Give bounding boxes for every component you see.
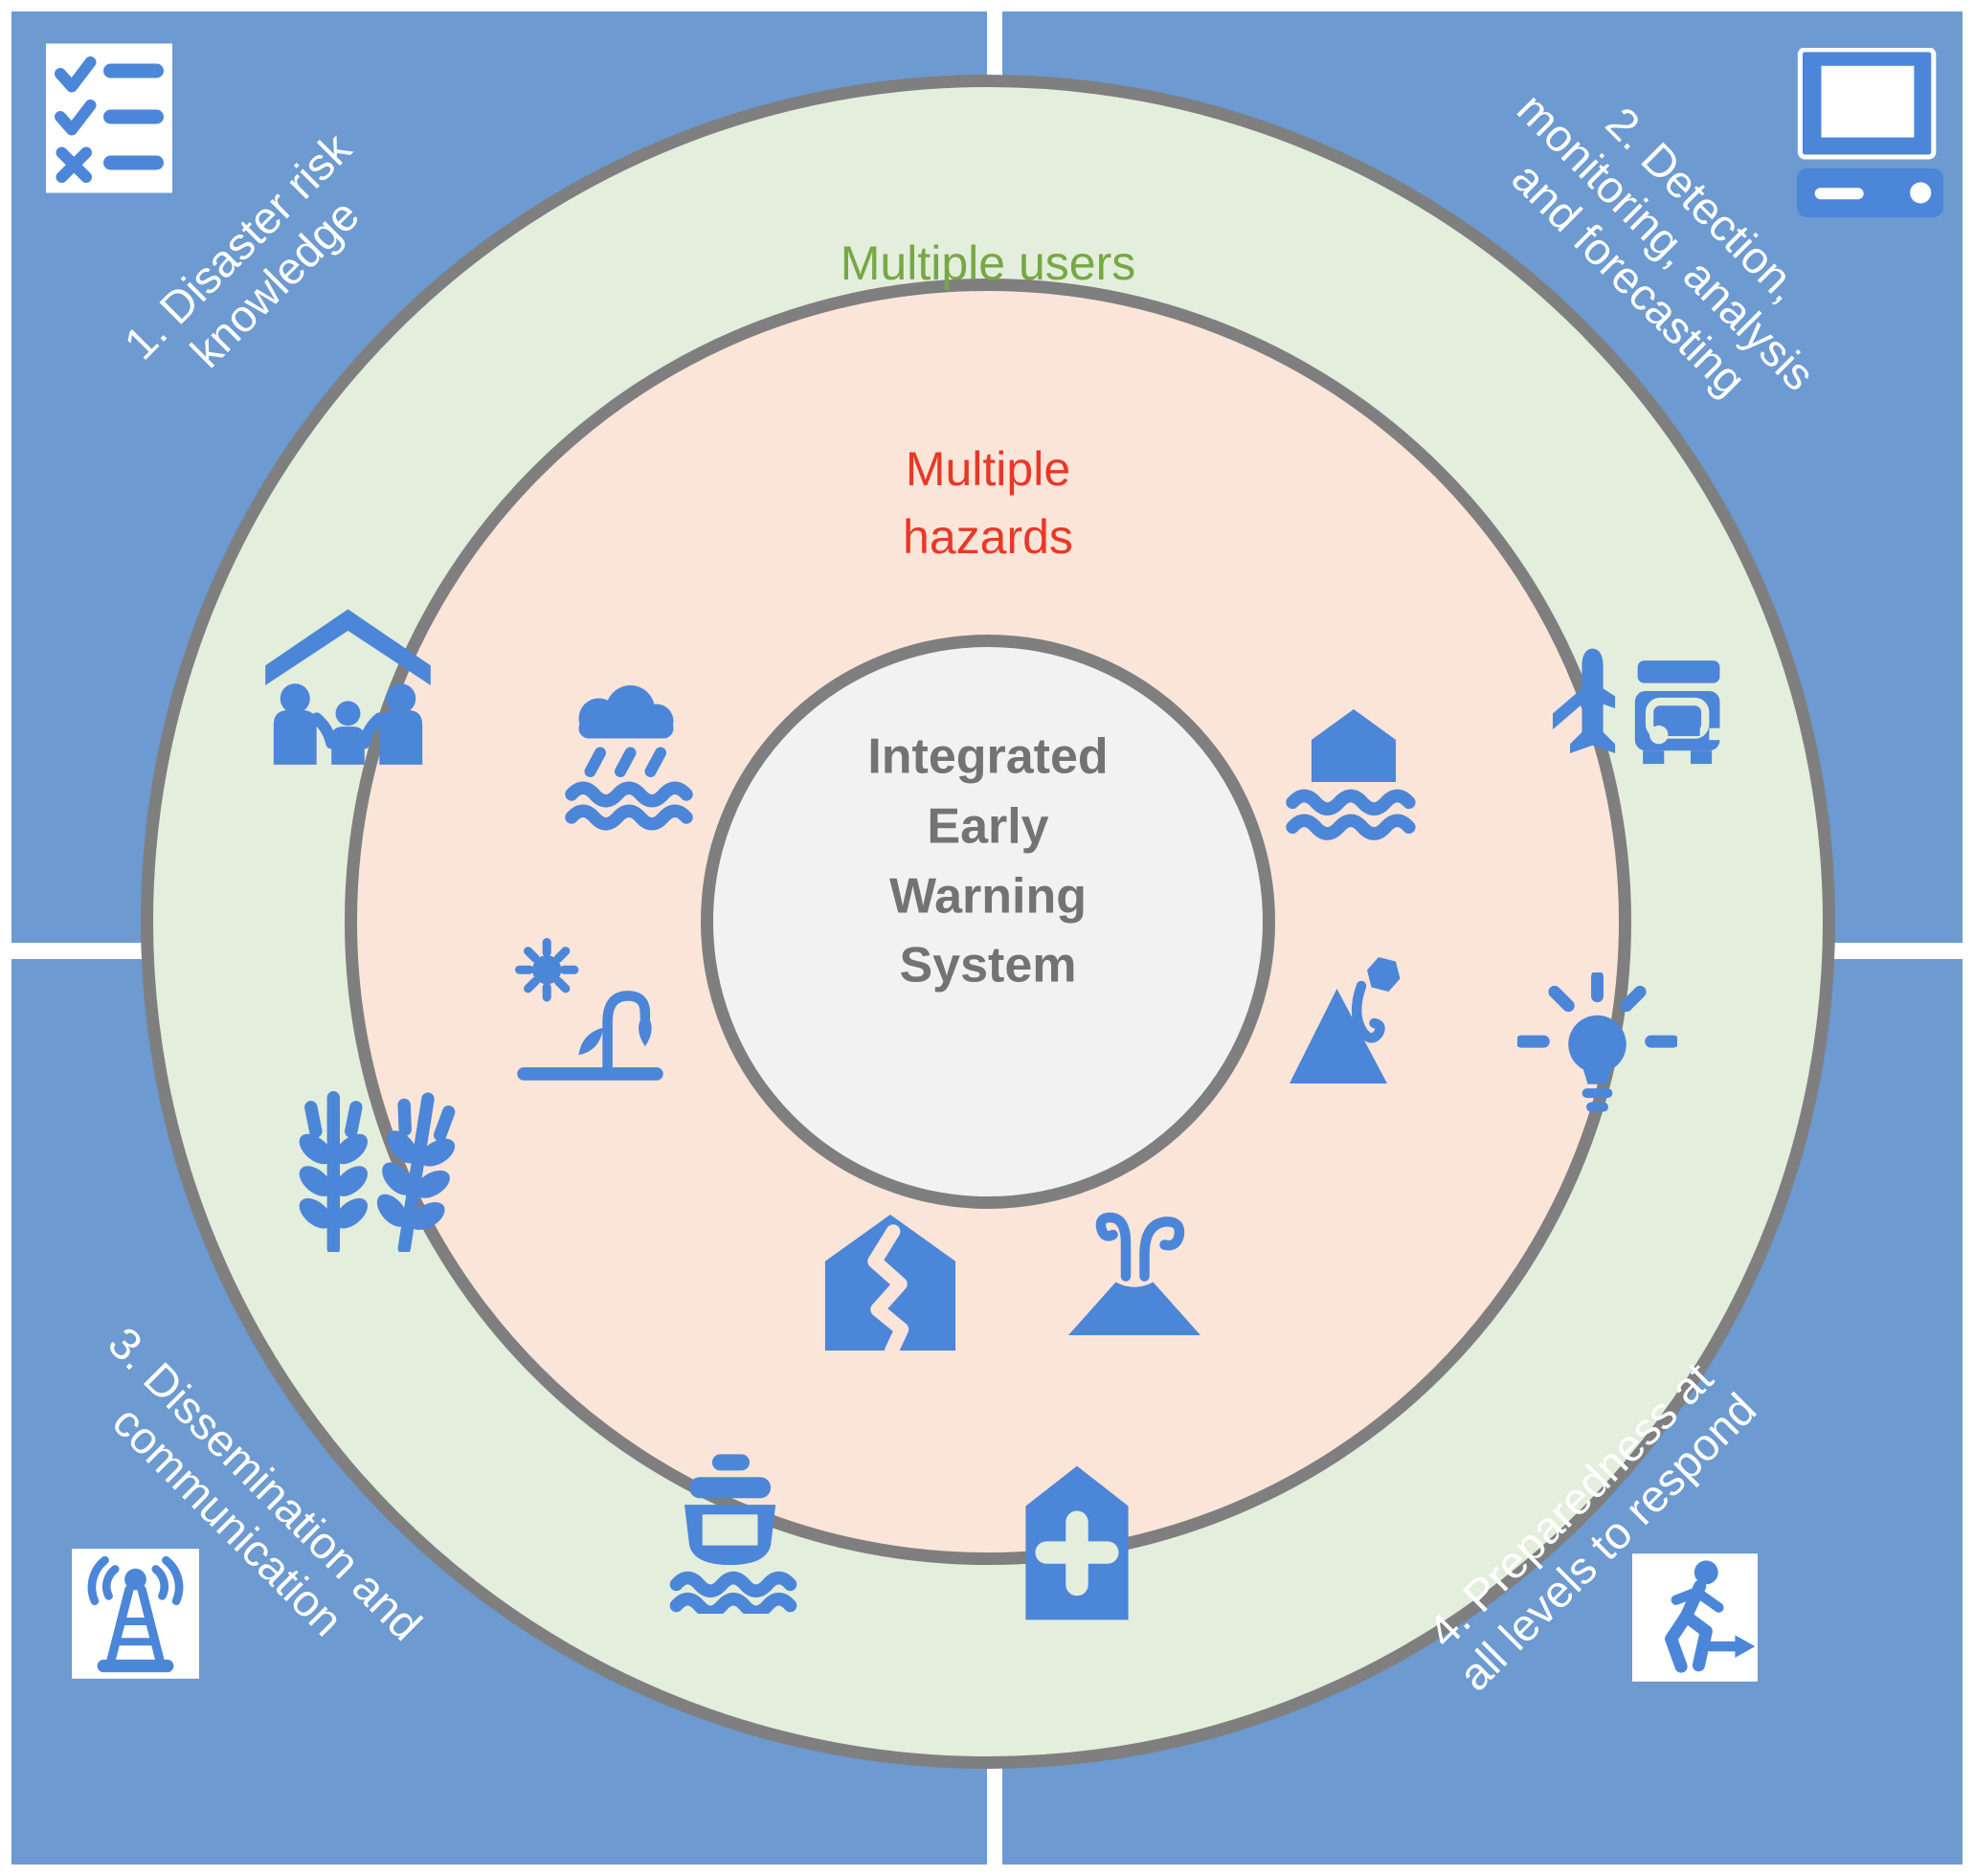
multiple-users-label: Multiple users [841, 235, 1135, 291]
multiple-hazards-text-line2: hazards [903, 510, 1073, 564]
radio-tower-icon [72, 1549, 199, 1679]
volcano-icon [1063, 1200, 1206, 1344]
center-title: Integrated Early Warning System [867, 722, 1108, 1000]
wheat-icon [295, 1091, 456, 1252]
center-title-line3: Warning [888, 868, 1088, 924]
flood-icon [1281, 706, 1426, 852]
checklist-icon [46, 43, 172, 193]
multiple-hazards-label: Multiple hazards [903, 436, 1073, 571]
landslide-icon [1287, 951, 1430, 1089]
ferry-icon [668, 1451, 798, 1614]
center-title-line1: Integrated [867, 728, 1109, 785]
earthquake-icon [819, 1212, 961, 1353]
multiple-hazards-text-line1: Multiple [905, 442, 1071, 496]
lightbulb-icon [1517, 972, 1677, 1116]
multiple-users-text: Multiple users [840, 236, 1136, 290]
emergency-exit-icon [1632, 1553, 1758, 1682]
transport-icon [1553, 647, 1725, 780]
drought-icon [515, 938, 665, 1083]
shelter-family-icon [260, 599, 436, 765]
heavy-rain-icon [560, 685, 695, 835]
center-title-line2: Early [927, 798, 1049, 855]
center-title-line4: System [899, 937, 1077, 994]
computer-icon [1797, 48, 1943, 217]
hospital-icon [1013, 1463, 1141, 1623]
